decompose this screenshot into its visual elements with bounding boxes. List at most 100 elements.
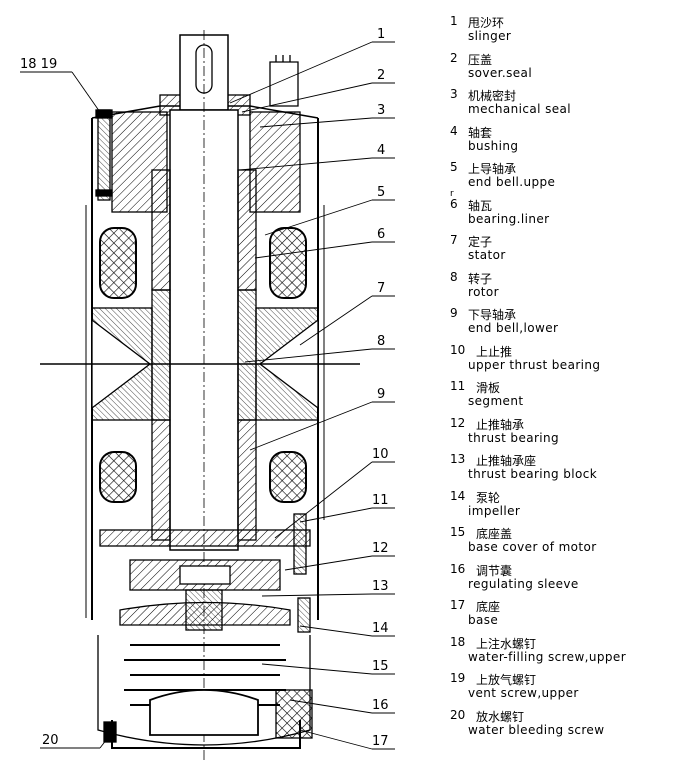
legend-english-label: impeller — [468, 503, 521, 518]
callout-4: 4 — [377, 143, 385, 158]
legend-chinese-label: 上放气螺钉 — [476, 673, 537, 687]
legend-english-label: stator — [468, 248, 506, 262]
legend-chinese-label: 上注水螺钉 — [476, 636, 537, 651]
legend-number: 7 — [450, 233, 458, 247]
legend-number: 5 — [450, 160, 458, 174]
callout-numbers: 1 2 3 4 5 6 7 8 9 10 11 12 13 14 15 16 1… — [20, 27, 389, 749]
legend-english-label: water bleeding screw — [468, 722, 605, 737]
legend-english-label: slinger — [468, 29, 512, 43]
legend-english-label: bushing — [468, 138, 519, 153]
legend-chinese-label: 泵轮 — [476, 490, 501, 505]
legend-number: 13 — [450, 452, 466, 466]
legend-english-label: end bell.uppe — [468, 175, 556, 189]
legend-number: 12 — [450, 415, 466, 430]
legend-chinese-label: 止推轴承座 — [476, 454, 537, 468]
callout-13: 13 — [372, 579, 389, 594]
legend-english-label: mechanical seal — [468, 102, 571, 116]
legend-number: 15 — [450, 525, 466, 539]
legend-chinese-label: 放水螺钉 — [476, 709, 525, 724]
legend-number: 14 — [450, 488, 466, 503]
legend-chinese-label: 调节囊 — [476, 563, 513, 578]
legend-extra-text: r — [450, 189, 454, 199]
legend-number: 4 — [450, 123, 458, 138]
legend-english-label: thrust bearing — [468, 430, 560, 445]
leader-lines — [20, 41, 395, 750]
legend-english-label: bearing.liner — [468, 211, 550, 226]
legend-chinese-label: 转子 — [468, 271, 493, 286]
callout-2: 2 — [377, 68, 385, 83]
legend-english-label: base — [468, 613, 499, 627]
legend-english-label: sover.seal — [468, 65, 533, 80]
legend-english-label: regulating sleeve — [468, 576, 579, 591]
legend-number: 19 — [450, 671, 466, 685]
callout-9: 9 — [377, 387, 385, 402]
legend-english-label: vent screw,upper — [468, 686, 579, 700]
legend-number: 9 — [450, 306, 458, 320]
legend-chinese-label: 甩沙环 — [468, 16, 505, 30]
legend-number: 8 — [450, 269, 458, 284]
legend-number: 10 — [450, 342, 466, 357]
legend-number: 2 — [450, 50, 458, 65]
callout-3: 3 — [377, 103, 385, 118]
legend-number: 16 — [450, 561, 466, 576]
legend-chinese-label: 上止推 — [476, 344, 513, 359]
callout-10: 10 — [372, 447, 389, 462]
legend-english-label: thrust bearing block — [468, 467, 598, 481]
legend-number: 3 — [450, 87, 458, 101]
legend-english-label: base cover of motor — [468, 540, 597, 554]
motor-body — [40, 30, 360, 760]
legend-english-label: rotor — [468, 284, 499, 299]
callout-8: 8 — [377, 334, 385, 349]
legend-chinese-label: 滑板 — [476, 381, 501, 395]
legend-chinese-label: 底座 — [476, 600, 501, 614]
legend-chinese-label: 底座盖 — [476, 527, 513, 541]
callout-20: 20 — [42, 733, 59, 748]
callout-14: 14 — [372, 621, 389, 636]
legend-chinese-label: 上导轴承 — [468, 162, 517, 176]
legend-number: 20 — [450, 707, 466, 722]
legend-chinese-label: 下导轴承 — [468, 308, 517, 322]
callout-1: 1 — [377, 27, 385, 42]
callout-7: 7 — [377, 281, 385, 296]
legend-chinese-label: 止推轴承 — [476, 417, 525, 432]
callout-16: 16 — [372, 698, 389, 713]
callout-6: 6 — [377, 227, 385, 242]
legend-chinese-label: 压盖 — [468, 52, 493, 67]
callout-12: 12 — [372, 541, 389, 556]
callout-15: 15 — [372, 659, 389, 674]
legend-chinese-label: 机械密封 — [468, 89, 517, 103]
legend-number: 1 — [450, 14, 458, 28]
legend-chinese-label: 定子 — [468, 235, 493, 249]
legend-english-label: upper thrust bearing — [468, 357, 601, 372]
legend-number: 17 — [450, 598, 466, 612]
callout-17: 17 — [372, 734, 389, 749]
callout-11: 11 — [372, 493, 389, 508]
legend-chinese-label: 轴瓦 — [468, 198, 493, 213]
legend-english-label: end bell,lower — [468, 321, 559, 335]
legend-number: 18 — [450, 634, 466, 649]
legend-number: 6 — [450, 196, 458, 211]
legend-english-label: segment — [468, 394, 524, 408]
legend-chinese-label: 轴套 — [468, 125, 493, 140]
